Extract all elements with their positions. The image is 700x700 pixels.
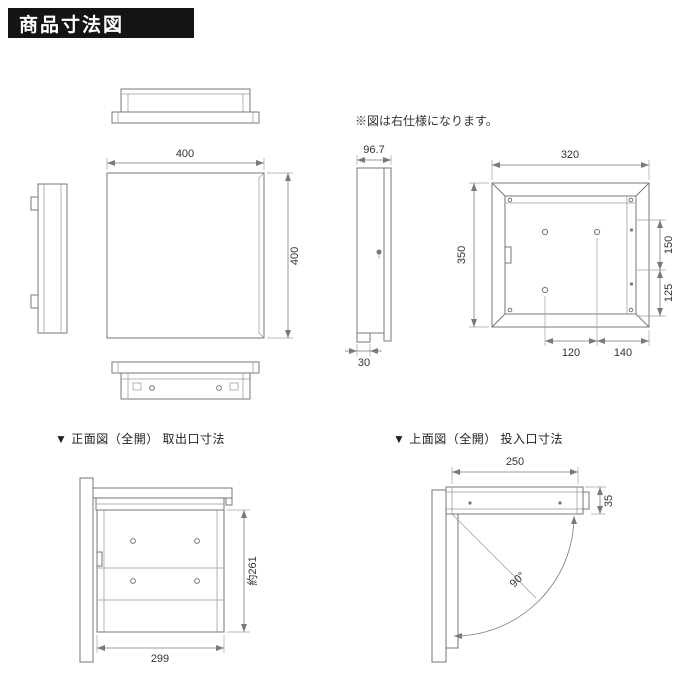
view-top-open: 90° 250 35: [431, 456, 615, 663]
dim-side-width: 96.7: [363, 144, 384, 156]
dim-back-height: 350: [456, 246, 468, 264]
view-back: 320 350 150 125 120 140: [456, 149, 675, 359]
dim-back-right-lower: 125: [663, 284, 675, 302]
dim-front-height: 400: [289, 247, 301, 265]
mounting-hole: [541, 228, 549, 236]
view-top: [111, 88, 260, 124]
dim-back-right-upper: 150: [663, 236, 675, 254]
dim-back-bottom-right: 140: [614, 347, 632, 359]
dim-open-top-width: 250: [506, 456, 524, 468]
caption-front-open: ▼ 正面図（全開） 取出口寸法: [55, 432, 226, 446]
page-title: 商品寸法図: [19, 14, 125, 36]
mounting-hole: [541, 286, 549, 294]
view-bottom: [111, 361, 260, 400]
dim-open-front-height: 約261: [245, 556, 259, 585]
caption-top-open: ▼ 上面図（全開） 投入口寸法: [393, 432, 564, 446]
mounting-hole: [593, 228, 601, 236]
keyhole-mark: [376, 249, 382, 255]
open-lid: [445, 513, 459, 649]
dim-open-front-width: 299: [151, 653, 169, 665]
view-front-open: 約261 299: [79, 477, 259, 665]
swing-arc: [453, 515, 577, 639]
dim-back-bottom-left: 120: [562, 347, 580, 359]
view-left-side: [30, 183, 68, 334]
wall-post: [79, 477, 94, 663]
view-front: 400 400: [106, 148, 301, 339]
page-title-bar: 商品寸法図: [8, 8, 194, 38]
dim-back-width: 320: [561, 149, 579, 161]
view-side: 96.7 30: [345, 144, 392, 369]
wall-post: [431, 489, 447, 663]
dim-front-width: 400: [176, 148, 194, 160]
dim-side-lip: 30: [358, 357, 370, 369]
dim-open-top-height: 35: [603, 495, 615, 507]
spec-note: ※図は右仕様になります。: [355, 114, 498, 128]
